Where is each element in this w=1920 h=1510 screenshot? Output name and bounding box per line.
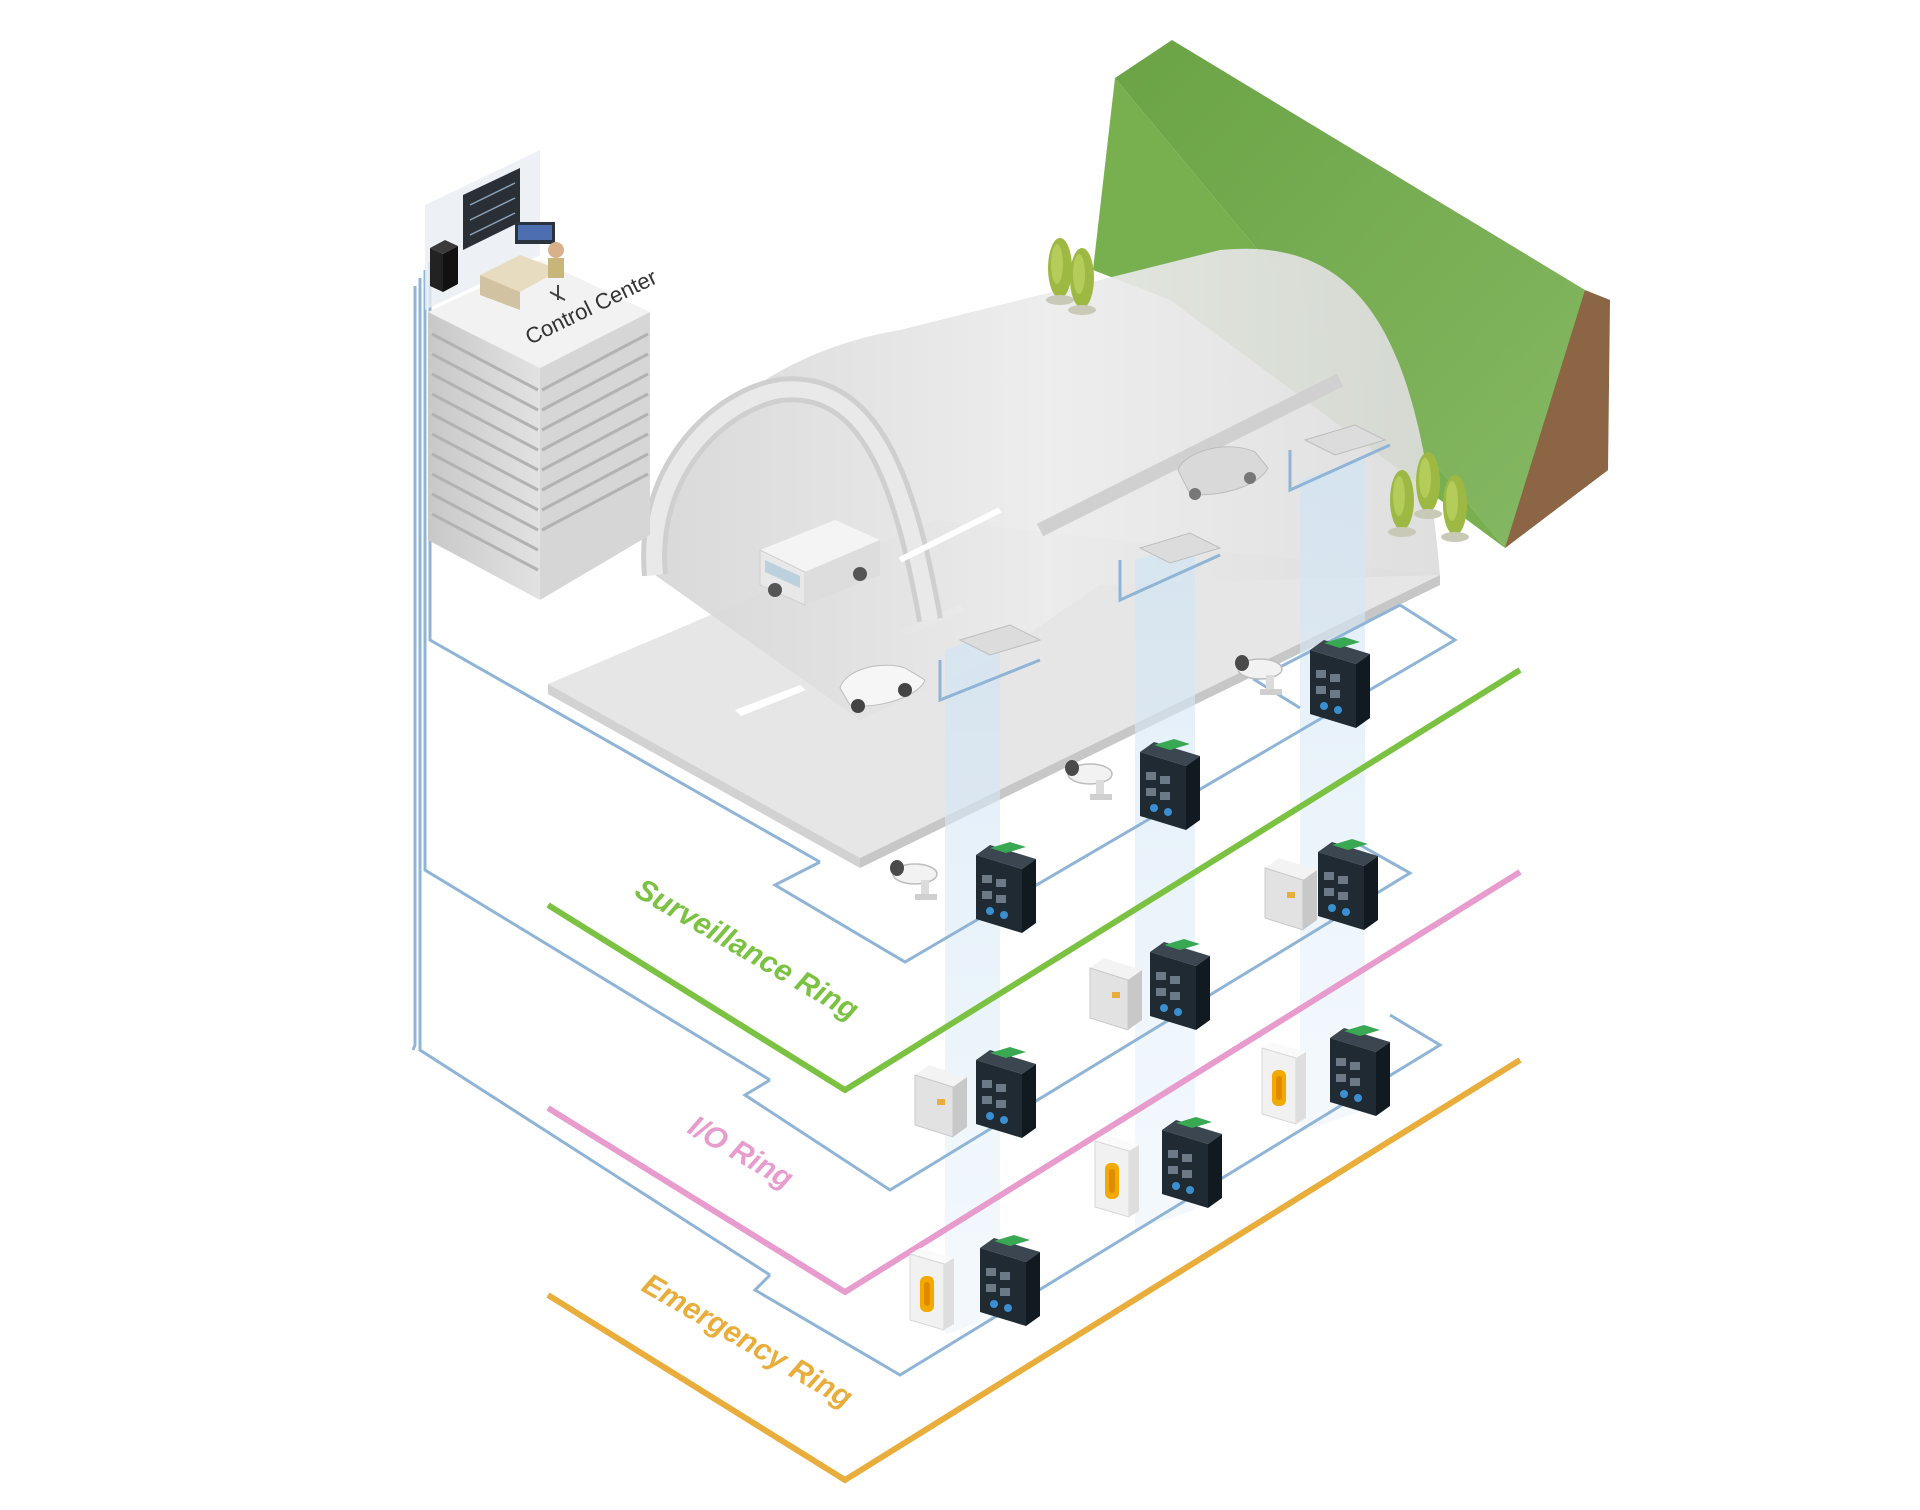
camera-icon bbox=[1064, 759, 1113, 801]
switch-icon bbox=[1330, 1025, 1390, 1116]
switch-icon bbox=[976, 842, 1036, 933]
switch-icon bbox=[980, 1235, 1040, 1326]
camera-icon bbox=[889, 859, 938, 901]
ring-planes bbox=[546, 667, 1522, 1484]
car-icon bbox=[839, 664, 926, 713]
io-ring-line bbox=[546, 869, 1522, 1296]
emergency-ring-label: Emergency Ring bbox=[637, 1267, 859, 1414]
car-icon bbox=[1177, 446, 1269, 500]
bus-icon bbox=[759, 520, 880, 606]
io-box-icon bbox=[914, 1064, 968, 1138]
tunnel-cabinets bbox=[958, 424, 1387, 656]
emergency-ring-line bbox=[546, 1057, 1522, 1484]
switch-icon bbox=[1162, 1117, 1222, 1208]
video-wall-icon bbox=[463, 168, 520, 250]
drop-beams bbox=[945, 458, 1365, 1335]
operator-desk-icon bbox=[480, 222, 566, 310]
io-ring-label: I/O Ring bbox=[683, 1109, 799, 1195]
surveillance-ring-line bbox=[546, 667, 1522, 1094]
io-box-icon bbox=[1089, 957, 1143, 1031]
building-icon bbox=[425, 150, 650, 600]
surveillance-ring-label: Surveillance Ring bbox=[630, 872, 865, 1026]
camera-icon bbox=[1234, 654, 1283, 696]
switch-icon bbox=[1150, 939, 1210, 1030]
emergency-phone-icon bbox=[909, 1247, 955, 1331]
switch-icon bbox=[976, 1047, 1036, 1138]
cables bbox=[411, 262, 1458, 1377]
emergency-phone-icon bbox=[1094, 1134, 1140, 1218]
server-rack-icon bbox=[430, 240, 458, 292]
switch-icon bbox=[1318, 839, 1378, 930]
emergency-phone-icon bbox=[1261, 1041, 1307, 1125]
io-box-icon bbox=[1264, 857, 1318, 931]
